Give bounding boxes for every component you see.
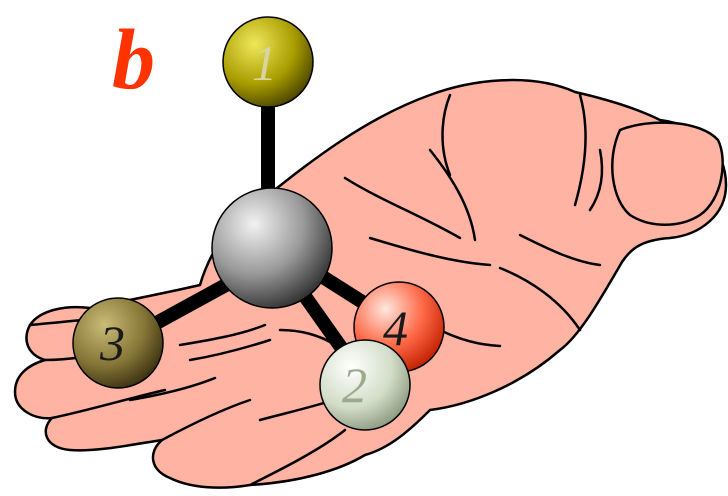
hand-thumb	[612, 123, 722, 225]
atom-1-label: 1	[252, 35, 277, 91]
atom-3-label: 3	[99, 315, 125, 371]
center-atom-sphere	[212, 188, 332, 308]
atom-2-label: 2	[342, 357, 367, 413]
atom-4-label: 4	[383, 300, 408, 356]
panel-label: b	[112, 11, 155, 107]
